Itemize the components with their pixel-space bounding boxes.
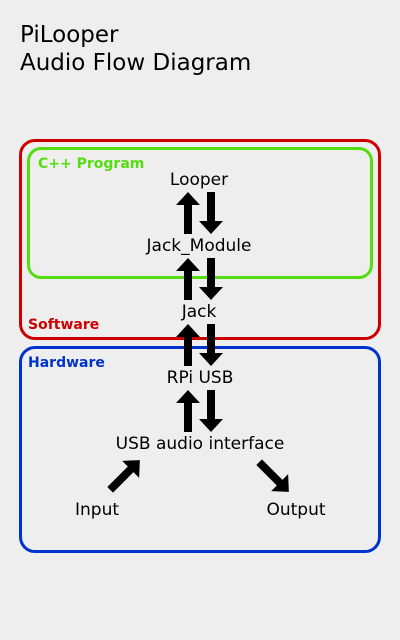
hardware-group-box [19, 346, 381, 553]
arrow-pair-jack-rpi-usb [176, 324, 223, 366]
diagram-title-line-2: Audio Flow Diagram [20, 50, 252, 76]
node-input: Input [74, 500, 120, 520]
cpp-program-group-box [27, 147, 373, 279]
diagram-title-line-1: PiLooper [20, 22, 119, 48]
arrow-pair-rpi-usb-usb-interface [176, 390, 223, 432]
node-rpi-usb: RPi USB [166, 368, 234, 388]
node-output: Output [266, 500, 326, 520]
software-group-box [19, 139, 381, 340]
software-label: Software [28, 317, 100, 333]
hardware-label: Hardware [28, 355, 105, 371]
output-arrow [256, 459, 289, 492]
arrow-pair-looper-jack-module [176, 192, 223, 234]
node-looper: Looper [169, 170, 229, 190]
input-arrow [107, 460, 140, 493]
node-jack: Jack [181, 302, 217, 322]
node-usb-audio-interface: USB audio interface [115, 434, 285, 454]
cpp-program-label: C++ Program [38, 156, 145, 172]
arrow-pair-jack-module-jack [176, 258, 223, 300]
node-jack-module: Jack_Module [146, 236, 252, 256]
